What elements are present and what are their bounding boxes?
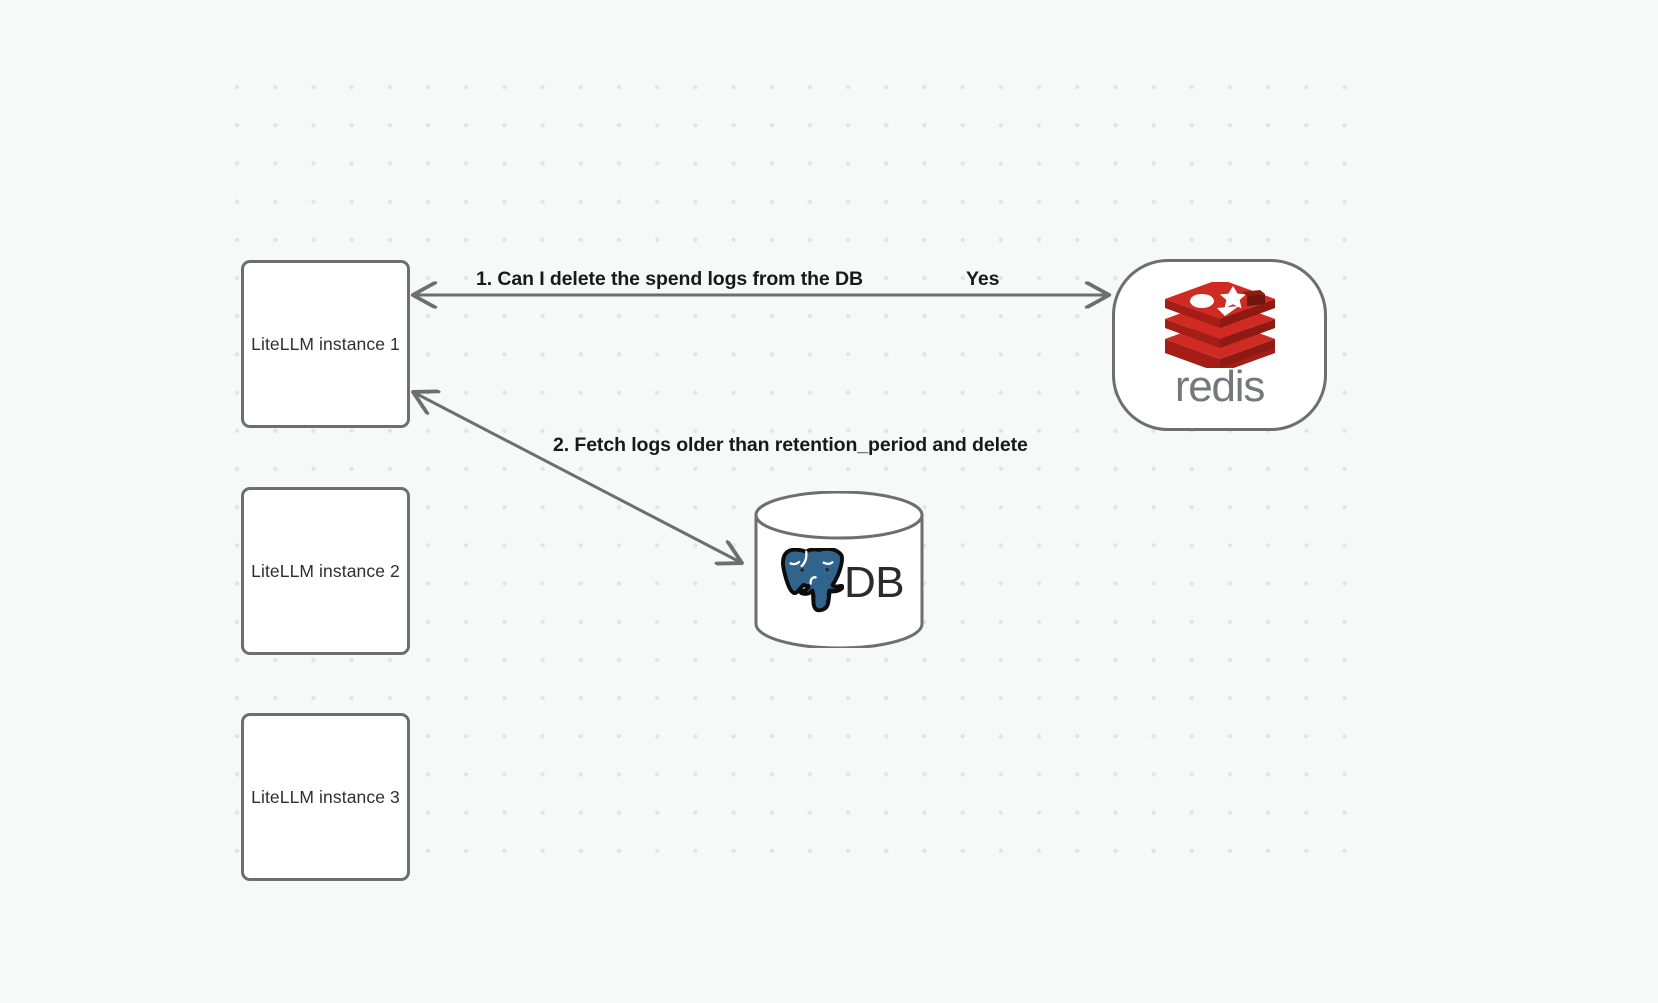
node-litellm-instance-1[interactable]: LiteLLM instance 1 [241, 260, 410, 428]
node-database[interactable]: DB [753, 491, 925, 648]
node-label: LiteLLM instance 2 [251, 560, 400, 581]
node-litellm-instance-2[interactable]: LiteLLM instance 2 [241, 487, 410, 655]
db-label: DB [843, 557, 905, 607]
edge-label-1-reply: Yes [966, 268, 1000, 290]
redis-logo: redis [1161, 281, 1279, 411]
edge-label-2: 2. Fetch logs older than retention_perio… [553, 434, 1028, 456]
edge-label-1: 1. Can I delete the spend logs from the … [476, 268, 863, 290]
node-redis[interactable]: redis [1112, 259, 1327, 431]
redis-stack-icon [1164, 281, 1275, 368]
node-label: LiteLLM instance 1 [251, 333, 400, 354]
postgresql-elephant-icon [781, 547, 844, 612]
node-litellm-instance-3[interactable]: LiteLLM instance 3 [241, 713, 410, 881]
redis-wordmark: redis [1174, 361, 1266, 411]
node-label: LiteLLM instance 3 [251, 786, 400, 807]
edge-db-llm1 [415, 393, 740, 562]
